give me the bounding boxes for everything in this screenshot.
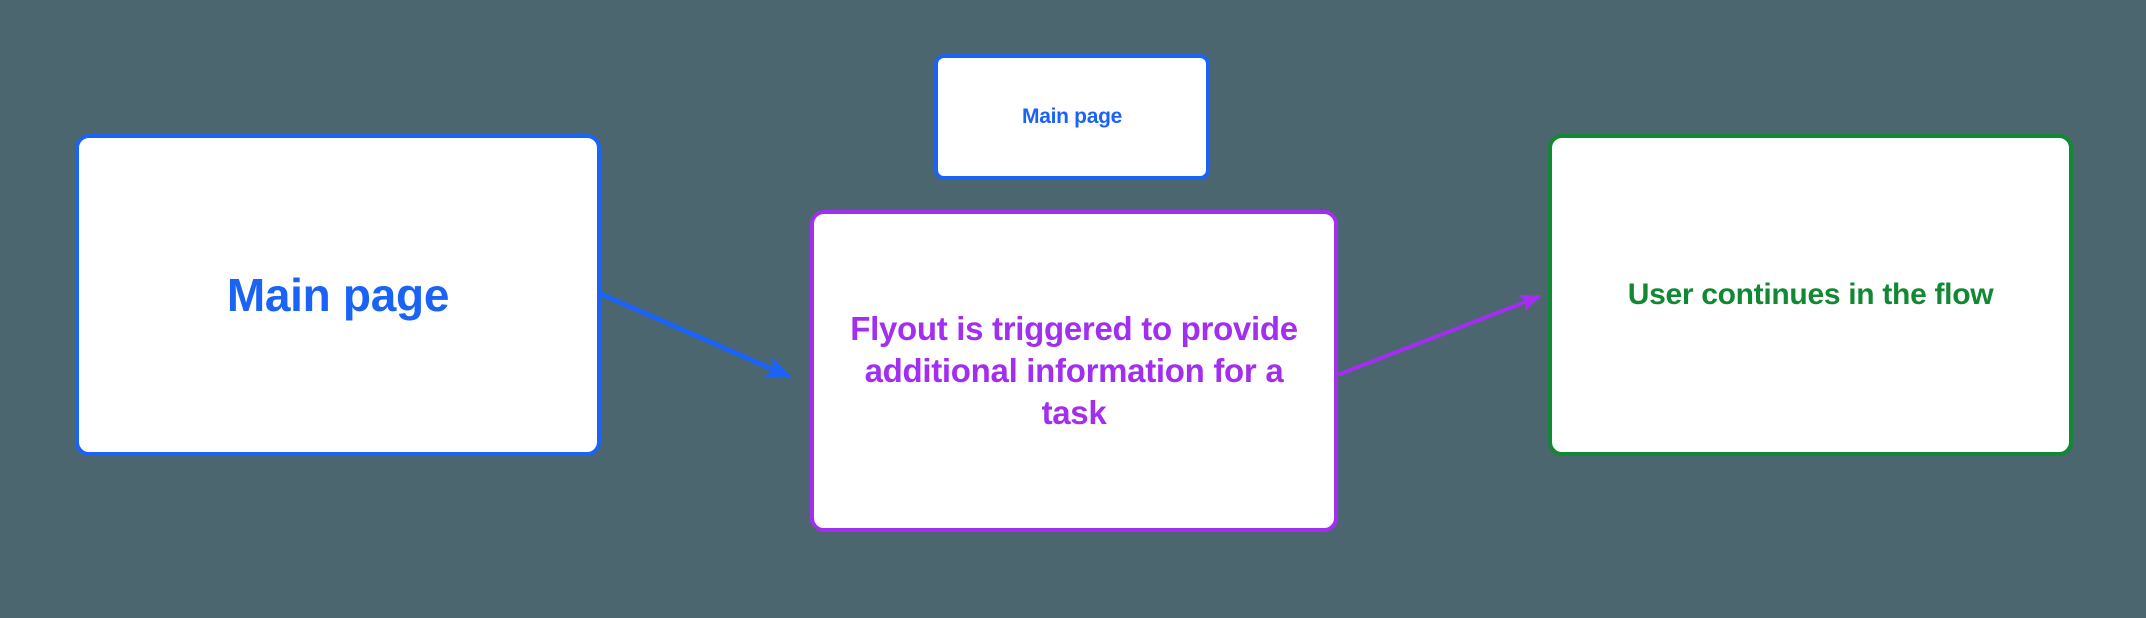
node-main-page-left-label: Main page	[226, 268, 450, 321]
node-main-page-top-label: Main page	[1022, 104, 1122, 128]
node-flyout-label: Flyout is triggered to provide additiona…	[850, 309, 1298, 432]
connector-main-page-to-flyout	[598, 291, 792, 379]
node-main-page-left[interactable]: Main page	[75, 134, 601, 456]
connector-flyout-to-user-continues	[1338, 294, 1541, 376]
node-main-page-top[interactable]: Main page	[934, 54, 1210, 180]
node-user-continues-label: User continues in the flow	[1627, 277, 1994, 311]
node-flyout[interactable]: Flyout is triggered to provide additiona…	[810, 210, 1338, 532]
node-user-continues[interactable]: User continues in the flow	[1548, 134, 2073, 456]
